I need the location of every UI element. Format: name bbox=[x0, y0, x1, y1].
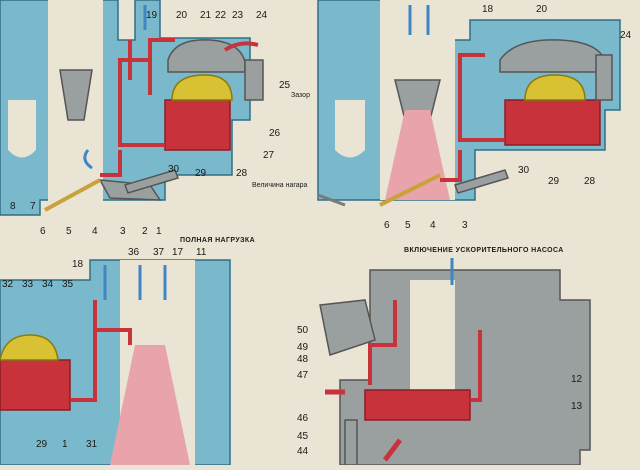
part-label-bottom-left-29: 29 bbox=[36, 439, 48, 450]
part-label-top-left-5: 5 bbox=[66, 226, 72, 237]
jet-tube-left bbox=[128, 38, 175, 80]
part-label-top-left-22: 22 bbox=[215, 10, 227, 21]
part-label-top-left-1: 1 bbox=[156, 226, 162, 237]
pump-channel bbox=[368, 300, 482, 402]
part-label-top-right-24: 24 bbox=[620, 30, 632, 41]
part-label-top-left-30: 30 bbox=[168, 164, 180, 175]
diffuser-left bbox=[59, 69, 93, 121]
part-label-top-right-6: 6 bbox=[384, 220, 390, 231]
air-arrow-l2 bbox=[83, 149, 93, 170]
idle-screw-left bbox=[124, 169, 179, 194]
part-label-top-left-21: 21 bbox=[200, 10, 212, 21]
part-label-bottom-left-31: 31 bbox=[86, 439, 98, 450]
arm-right bbox=[317, 193, 346, 207]
needle-valve-right bbox=[595, 54, 613, 101]
fuel-channel-bottom-left bbox=[70, 300, 132, 402]
caption-pump: ВКЛЮЧЕНИЕ УСКОРИТЕЛЬНОГО НАСОСА bbox=[404, 247, 564, 254]
part-label-top-left-3: 3 bbox=[120, 226, 126, 237]
part-label-top-right-28: 28 bbox=[584, 176, 596, 187]
part-label-top-left-24: 24 bbox=[256, 10, 268, 21]
part-label-bottom-right-47: 47 bbox=[297, 370, 309, 381]
caption-full-load: ПОЛНАЯ НАГРУЗКА bbox=[180, 237, 255, 244]
fuel-inlet-left bbox=[223, 41, 259, 52]
mixture-cone-bottom-left bbox=[110, 345, 190, 465]
part-label-top-left-4: 4 bbox=[92, 226, 98, 237]
part-label-top-left-26: 26 bbox=[269, 128, 281, 139]
fuel-bath-left bbox=[164, 99, 231, 151]
part-label-bottom-left-36: 36 bbox=[128, 247, 140, 258]
part-label-top-right-29: 29 bbox=[548, 176, 560, 187]
panel-bottom-left bbox=[0, 259, 231, 466]
panel-bottom-right bbox=[319, 258, 591, 466]
part-label-top-left-2: 2 bbox=[142, 226, 148, 237]
part-label-top-right-18: 18 bbox=[482, 4, 494, 15]
part-label-bottom-left-17: 17 bbox=[172, 247, 184, 258]
part-label-top-left-27: 27 bbox=[263, 150, 275, 161]
throttle-plate-left bbox=[44, 178, 101, 212]
part-label-top-left-7: 7 bbox=[30, 201, 36, 212]
part-label-bottom-left-33: 33 bbox=[22, 279, 34, 290]
annotation-carbon: Величина нагара bbox=[252, 182, 308, 189]
part-label-top-right-30: 30 bbox=[518, 165, 530, 176]
captions: ПОЛНАЯ НАГРУЗКА ВКЛЮЧЕНИЕ УСКОРИТЕЛЬНОГО… bbox=[180, 92, 564, 254]
part-label-top-left-20: 20 bbox=[176, 10, 188, 21]
idle-screw-right bbox=[454, 169, 509, 194]
part-label-bottom-right-48: 48 bbox=[297, 354, 309, 365]
part-label-bottom-right-45: 45 bbox=[297, 431, 309, 442]
fuel-bath-bottom-left bbox=[0, 359, 71, 411]
housing-bottom-right bbox=[339, 269, 591, 466]
part-label-bottom-left-1: 1 bbox=[62, 439, 68, 450]
part-label-bottom-left-37: 37 bbox=[153, 247, 165, 258]
part-label-top-left-25: 25 bbox=[279, 80, 291, 91]
part-label-bottom-right-50: 50 bbox=[297, 325, 309, 336]
part-label-bottom-left-11: 11 bbox=[196, 247, 207, 258]
part-label-bottom-right-13: 13 bbox=[571, 401, 583, 412]
throttle-plate-right bbox=[379, 173, 441, 207]
float-left bbox=[171, 74, 233, 101]
part-label-bottom-left-32: 32 bbox=[2, 279, 14, 290]
part-label-bottom-right-46: 46 bbox=[297, 413, 309, 424]
panel-top-left bbox=[0, 0, 264, 216]
fuel-bath-bottom-right bbox=[364, 389, 471, 421]
needle-valve-left bbox=[244, 59, 264, 101]
float-right bbox=[524, 74, 586, 101]
housing-window-right bbox=[335, 100, 365, 158]
fuel-channel-right bbox=[440, 53, 505, 182]
part-label-bottom-right-49: 49 bbox=[297, 342, 309, 353]
panel-top-right bbox=[317, 0, 621, 207]
pump-cylinder bbox=[319, 299, 376, 356]
part-label-top-left-8: 8 bbox=[10, 201, 16, 212]
pump-arrow-down bbox=[383, 438, 402, 462]
annotation-gap: Зазор bbox=[291, 92, 310, 99]
part-label-top-right-5: 5 bbox=[405, 220, 411, 231]
part-label-bottom-right-12: 12 bbox=[571, 374, 583, 385]
fuel-channel-left bbox=[100, 58, 165, 177]
part-label-top-right-3: 3 bbox=[462, 220, 468, 231]
part-label-top-right-4: 4 bbox=[430, 220, 436, 231]
float-bottom-left bbox=[0, 334, 59, 361]
housing-window bbox=[8, 100, 36, 158]
part-label-bottom-right-44: 44 bbox=[297, 446, 309, 457]
pump-lever bbox=[344, 419, 358, 466]
part-label-top-right-20: 20 bbox=[536, 4, 548, 15]
part-label-bottom-left-34: 34 bbox=[42, 279, 54, 290]
part-label-bottom-left-18: 18 bbox=[72, 259, 84, 270]
part-label-top-left-23: 23 bbox=[232, 10, 244, 21]
part-label-top-left-6: 6 bbox=[40, 226, 46, 237]
air-inlet-bottom-right bbox=[410, 280, 455, 410]
part-label-bottom-left-35: 35 bbox=[62, 279, 74, 290]
part-label-top-left-28: 28 bbox=[236, 168, 248, 179]
part-label-top-left-19: 19 bbox=[146, 10, 158, 21]
part-label-top-left-29: 29 bbox=[195, 168, 207, 179]
fuel-bath-right bbox=[504, 99, 601, 146]
